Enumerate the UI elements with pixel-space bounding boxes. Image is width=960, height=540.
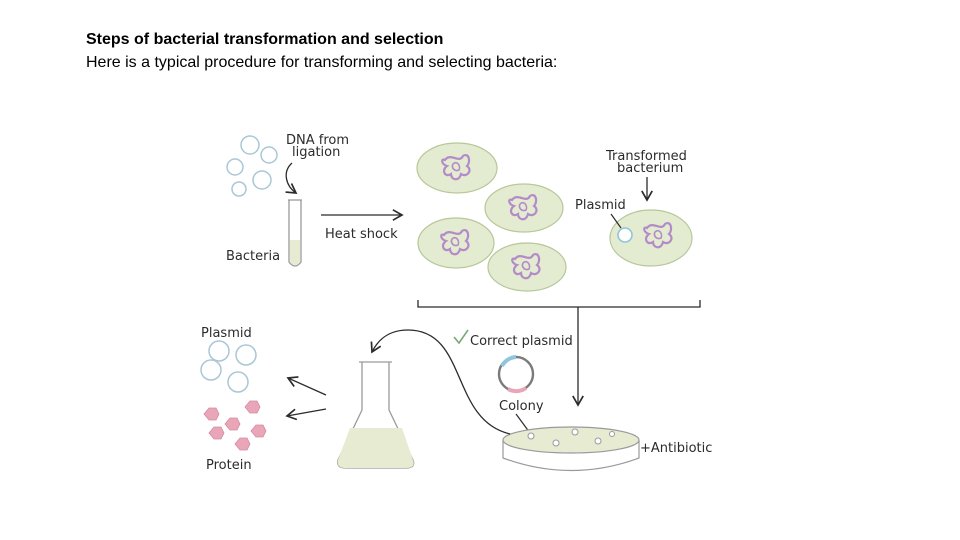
label-protein: Protein: [206, 458, 252, 473]
slide-subtitle: Here is a typical procedure for transfor…: [86, 54, 558, 71]
label-dna-from: DNA from: [286, 133, 349, 148]
label-antibiotic: +Antibiotic: [640, 441, 712, 456]
pointer-plasmid: [610, 213, 622, 229]
arrow-to-plasmid: [286, 376, 327, 396]
plasmid-circle: [200, 359, 222, 381]
label-bacterium: bacterium: [617, 161, 683, 176]
arrow-dna-to-tube: [285, 162, 298, 194]
protein-hexagon: [224, 417, 241, 431]
colony-dot: [527, 432, 535, 440]
test-tube: [288, 199, 302, 267]
cell: [417, 217, 495, 269]
slide-title: Steps of bacterial transformation and se…: [86, 31, 444, 48]
label-plasmid-top: Plasmid: [575, 198, 626, 213]
protein-cluster: [203, 400, 267, 451]
check-icon: [453, 329, 469, 345]
colony-dot: [594, 437, 602, 445]
arrow-plate-to-flask: [370, 329, 511, 435]
bacterium-circle: [252, 170, 272, 190]
label-transformed: Transformed: [605, 149, 687, 164]
label-colony: Colony: [499, 399, 544, 414]
bacterium-circle: [226, 158, 244, 176]
bracket: [417, 300, 701, 308]
arrow-to-protein: [285, 408, 327, 421]
protein-hexagon: [244, 400, 261, 414]
cells-group: [416, 142, 693, 292]
flask: [337, 361, 415, 469]
cell: [416, 142, 498, 194]
plasmid-circle: [235, 344, 257, 366]
bacterium-circle: [240, 135, 260, 155]
colony-dot: [552, 439, 560, 447]
plasmid-circle: [208, 340, 230, 362]
label-ligation: ligation: [292, 145, 340, 160]
label-heat-shock: Heat shock: [325, 227, 398, 242]
bacterium-circle: [260, 146, 278, 164]
plasmid-circle: [227, 371, 249, 393]
colony-dot: [571, 428, 579, 436]
bacteria-cluster: [226, 135, 278, 197]
protein-hexagon: [234, 437, 251, 451]
label-plasmid-left: Plasmid: [201, 326, 252, 341]
transformed-cell: [609, 209, 693, 267]
plasmid-ring: [497, 355, 535, 394]
bacterium-circle: [231, 181, 247, 197]
label-bacteria: Bacteria: [226, 249, 280, 264]
plasmid-cluster: [200, 340, 257, 393]
cell: [487, 242, 567, 292]
label-correct-plasmid: Correct plasmid: [470, 334, 573, 349]
protein-hexagon: [208, 426, 225, 440]
protein-hexagon: [203, 407, 220, 421]
plasmid-in-cell: [617, 227, 633, 243]
cell: [484, 183, 564, 233]
protein-hexagon: [250, 424, 267, 438]
colony-dot: [609, 431, 615, 437]
petri-dish: [502, 426, 640, 472]
